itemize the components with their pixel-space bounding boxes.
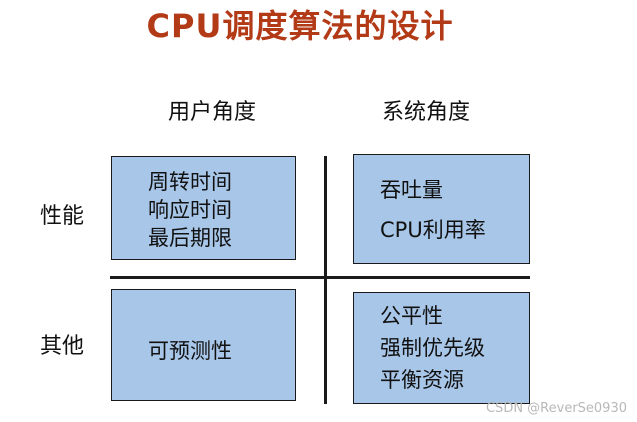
cell-text: 最后期限 [148,226,232,250]
row-header-performance: 性能 [40,204,85,229]
cell-user-performance: 周转时间 响应时间 最后期限 [111,156,296,260]
cell-text: 公平性 [380,304,443,328]
cell-text: 可预测性 [148,339,232,363]
cell-text: 响应时间 [148,198,232,222]
cell-text: 周转时间 [148,170,232,194]
cell-system-other: 公平性 强制优先级 平衡资源 [353,292,530,404]
column-header-user: 用户角度 [168,100,257,125]
horizontal-divider [110,276,530,279]
cell-text: 强制优先级 [380,336,485,360]
watermark: CSDN @ReverSe0930 [485,401,627,416]
cell-system-performance: 吞吐量 CPU利用率 [353,154,530,264]
cell-user-other: 可预测性 [111,289,296,401]
cell-text: 平衡资源 [380,368,464,392]
row-header-other: 其他 [40,334,85,359]
cell-text: 吞吐量 [380,178,443,202]
column-header-system: 系统角度 [382,100,471,125]
vertical-divider [324,156,327,404]
page-title: CPU调度算法的设计 [146,7,454,45]
cell-text: CPU利用率 [380,218,486,242]
